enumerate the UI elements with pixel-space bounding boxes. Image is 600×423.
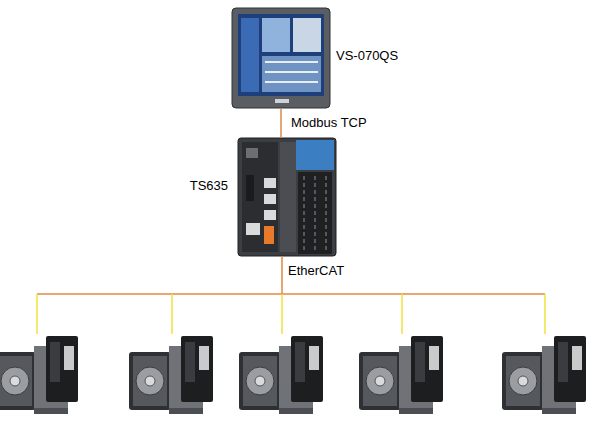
device-label: TS635 (190, 178, 228, 194)
hmi-panel: VS-070QS (232, 8, 330, 108)
network-link (281, 108, 282, 138)
ethercat-bus (37, 256, 545, 334)
bus-label: EtherCAT (288, 263, 344, 279)
servo-motor (129, 336, 213, 414)
servo-motor (0, 336, 78, 414)
servo-motor (359, 336, 443, 414)
protocol-label: Modbus TCP (289, 115, 369, 131)
device-label: VS-070QS (336, 48, 398, 64)
plc-picture (238, 138, 336, 256)
plc-controller: TS635 (238, 138, 336, 256)
servo-motor (502, 336, 586, 414)
servo-motor (239, 336, 323, 414)
hmi-picture (232, 8, 330, 108)
